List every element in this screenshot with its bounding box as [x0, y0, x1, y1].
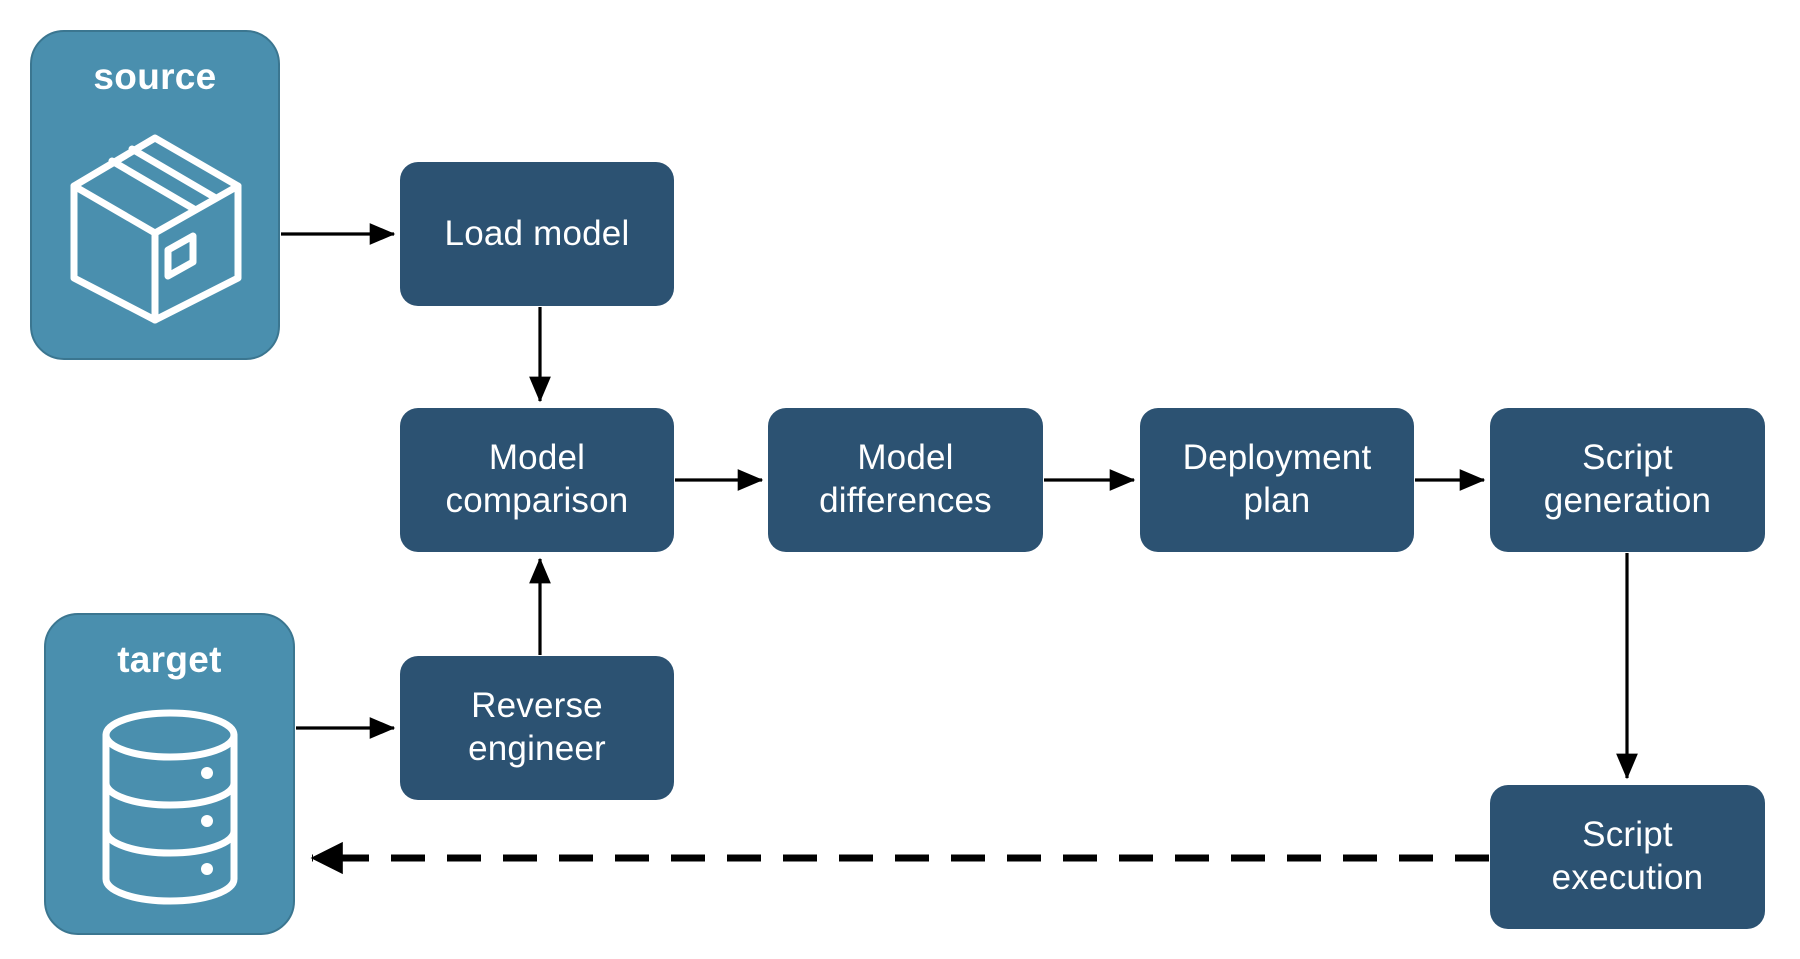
- node-load-model[interactable]: Load model: [400, 162, 674, 306]
- node-script-generation[interactable]: Script generation: [1490, 408, 1765, 552]
- node-target-label: target: [117, 639, 222, 680]
- node-target[interactable]: target: [44, 613, 295, 935]
- node-load-model-label-line1: Load model: [444, 213, 630, 253]
- node-model-comparison[interactable]: Model comparison: [400, 408, 674, 552]
- node-reverse-engineer-label-line2: engineer: [468, 729, 606, 768]
- node-model-differences-label-line1: Model: [857, 438, 954, 478]
- node-script-generation-label-line1: Script: [1582, 438, 1673, 478]
- node-script-generation-label-line2: generation: [1543, 481, 1712, 520]
- node-model-differences-label-line2: differences: [819, 481, 992, 520]
- node-model-comparison-label-line2: comparison: [445, 481, 629, 520]
- node-script-execution-label-line2: execution: [1551, 858, 1704, 897]
- database-cylinder-icon: [46, 681, 293, 933]
- node-reverse-engineer[interactable]: Reverse engineer: [400, 656, 674, 800]
- node-script-execution[interactable]: Script execution: [1490, 785, 1765, 929]
- node-deployment-plan-label-line1: Deployment: [1182, 438, 1372, 478]
- node-source-label: source: [93, 56, 217, 97]
- node-source[interactable]: source: [30, 30, 280, 360]
- node-deployment-plan-label-line2: plan: [1243, 481, 1311, 520]
- node-reverse-engineer-label-line1: Reverse: [471, 686, 603, 726]
- package-box-icon: [32, 98, 278, 358]
- node-deployment-plan[interactable]: Deployment plan: [1140, 408, 1414, 552]
- node-model-comparison-label-line1: Model: [488, 438, 586, 478]
- node-model-differences[interactable]: Model differences: [768, 408, 1043, 552]
- node-script-execution-label-line1: Script: [1582, 815, 1673, 855]
